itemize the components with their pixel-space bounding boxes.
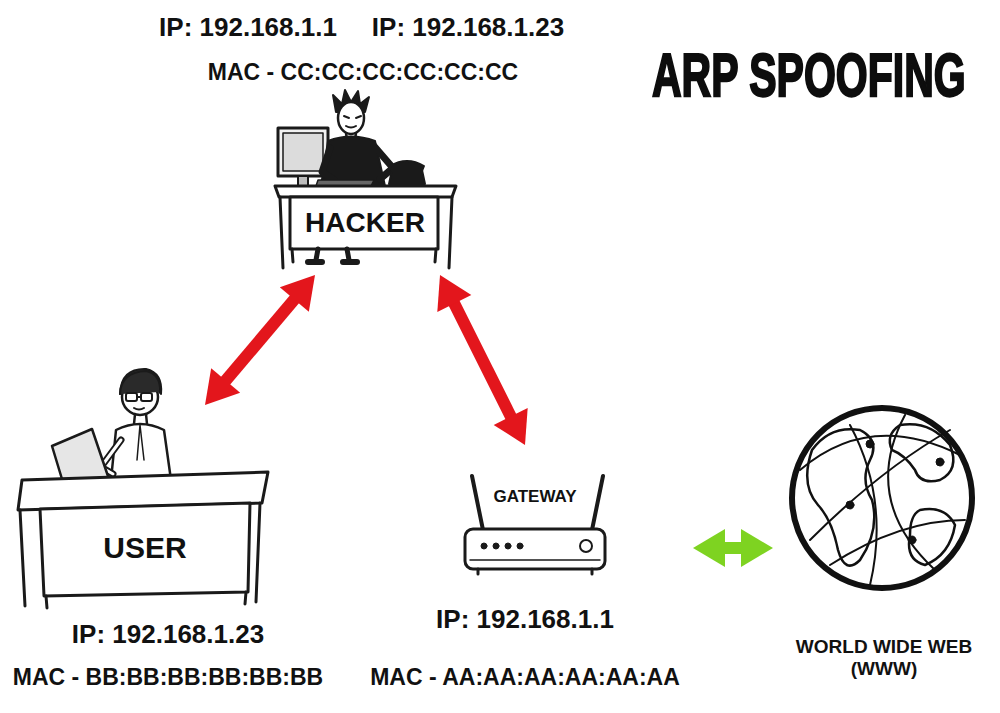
user-hair bbox=[120, 369, 161, 394]
double-arrow bbox=[693, 529, 773, 567]
hacker-shoes bbox=[308, 259, 357, 265]
ip-address: IP: 192.168.1.23 bbox=[72, 620, 264, 650]
globe-route bbox=[830, 520, 965, 565]
user-face bbox=[134, 397, 144, 410]
user-desk-legs bbox=[20, 503, 260, 608]
hacker-node: IP: 192.168.1.1 IP: 192.168.1.23MAC - CC:… bbox=[140, 5, 580, 270]
user-glasses bbox=[141, 393, 152, 401]
router-body bbox=[465, 529, 605, 569]
hacker-legs bbox=[316, 249, 349, 260]
desk-label: HACKER bbox=[305, 207, 425, 239]
hacker-face bbox=[344, 116, 361, 128]
desk-label: USER bbox=[103, 531, 186, 566]
mac-address: MAC - CC:CC:CC:CC:CC:CC bbox=[208, 59, 518, 85]
arrow-head bbox=[437, 275, 471, 312]
ip-address: IP: 192.168.1.23 bbox=[372, 13, 564, 43]
user-node: USER IP: 192.168.1.23MAC - BB:BB:BB:BB:BB… bbox=[5, 410, 335, 705]
hacker-desk-front bbox=[290, 197, 438, 249]
hacker-figure bbox=[275, 90, 456, 268]
router-line bbox=[470, 559, 600, 561]
user-desk-front bbox=[40, 503, 250, 596]
globe-dot bbox=[908, 536, 916, 544]
ip-address: IP: 192.168.1.1 bbox=[159, 13, 337, 43]
router-light bbox=[505, 543, 511, 549]
arrow-shaft bbox=[224, 298, 295, 382]
hacker-desk-legs bbox=[280, 197, 452, 268]
arrow-head bbox=[494, 408, 528, 445]
diagram-title: ARP SPOOFING bbox=[652, 40, 966, 111]
hacker-desk-top bbox=[275, 186, 456, 197]
arrow-head bbox=[280, 275, 315, 312]
globe-route bbox=[800, 436, 960, 470]
globe-outline bbox=[792, 408, 972, 588]
ip-address: IP: 192.168.1.1 bbox=[436, 605, 614, 635]
router-label: GATEWAY bbox=[493, 487, 576, 507]
double-arrow bbox=[205, 275, 315, 405]
router-light bbox=[481, 543, 487, 549]
user-neck bbox=[134, 414, 147, 424]
globe-label: WORLD WIDE WEB (WWW) bbox=[784, 636, 984, 680]
double-arrow bbox=[437, 275, 527, 445]
router-antenna bbox=[472, 476, 603, 530]
arrow-shaft bbox=[723, 542, 743, 554]
user-glasses bbox=[126, 393, 137, 401]
arrow-head bbox=[741, 529, 773, 567]
globe-dot bbox=[936, 458, 944, 466]
gateway-node: GATEWAY IP: 192.168.1.1MAC - AA:AA:AA:AA:… bbox=[362, 450, 688, 705]
arrow-shaft bbox=[453, 302, 511, 418]
user-shirt bbox=[111, 424, 171, 480]
hacker-head bbox=[338, 102, 364, 134]
phone-handset bbox=[390, 161, 424, 171]
router-light bbox=[517, 543, 523, 549]
mac-address: MAC - BB:BB:BB:BB:BB:BB bbox=[13, 664, 323, 690]
internet-node: WORLD WIDE WEB (WWW) bbox=[778, 395, 993, 700]
user-figure bbox=[18, 369, 268, 608]
arrow-head bbox=[205, 368, 240, 405]
hacker-arm bbox=[322, 148, 334, 180]
phone bbox=[389, 170, 425, 184]
user-hair bbox=[120, 371, 160, 394]
globe-dot bbox=[846, 501, 854, 509]
globe-icon bbox=[792, 408, 972, 588]
router-feet bbox=[478, 569, 592, 574]
user-shirt-line bbox=[137, 425, 144, 460]
mac-address: MAC - AA:AA:AA:AA:AA:AA bbox=[370, 664, 680, 690]
router-icon bbox=[465, 476, 605, 574]
globe-dot bbox=[866, 440, 874, 448]
router-light bbox=[493, 543, 499, 549]
globe-route bbox=[888, 415, 935, 570]
monitor-screen bbox=[283, 133, 323, 171]
globe-continent bbox=[909, 509, 955, 565]
router-knob bbox=[580, 540, 592, 552]
arrow-head bbox=[693, 529, 725, 567]
